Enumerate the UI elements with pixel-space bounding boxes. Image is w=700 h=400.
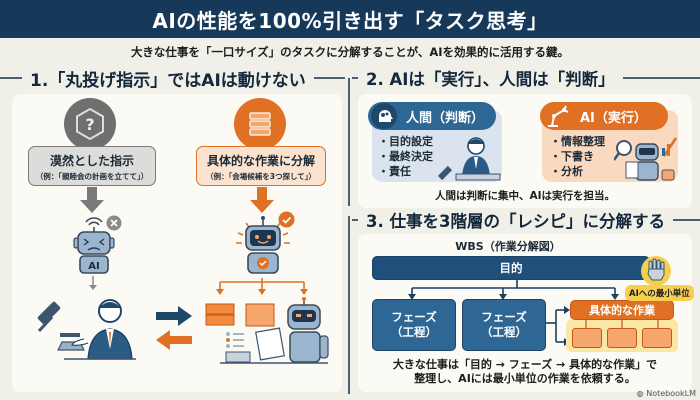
list-item: ・最終決定	[378, 150, 433, 163]
section3-caption: 大きな仕事は「目的 → フェーズ → 具体的な作業」で 整理し、AIには最小単位…	[392, 358, 658, 385]
concrete-task-box: 具体的な作業に分解 （例：「会場候補を3つ探して」）	[196, 146, 326, 186]
wbs-connectors	[408, 280, 619, 346]
working-robot-illustration	[205, 297, 329, 364]
page-title: AIの性能を100%引き出す「タスク思考」	[0, 0, 700, 38]
section2-heading: 2. AIは「実行」、人間は「判断」	[352, 66, 700, 90]
subtask-box	[607, 328, 637, 348]
robot-ai-label: AI	[88, 261, 99, 272]
ai-role-label: AI（実行）	[580, 110, 647, 126]
section2-caption: 人間は判断に集中、AIは実行を担当。	[434, 190, 616, 202]
list-item: ・情報整理	[550, 135, 605, 148]
left-arrow-icon	[156, 330, 192, 350]
subtask-box	[572, 328, 602, 348]
question-hexagon-icon: ?	[64, 98, 116, 150]
section-divider	[348, 216, 350, 394]
ai-min-unit-badge: AIへの最小単位	[625, 285, 694, 301]
confused-robot-icon: AI	[73, 217, 115, 274]
stacked-blocks-icon	[234, 98, 286, 150]
list-item: ・分析	[550, 165, 583, 178]
human-at-desk-illustration	[437, 137, 501, 181]
robot-hand-icon	[647, 258, 665, 281]
section3-heading: 3. 仕事を3階層の「レシピ」に分解する	[352, 208, 700, 232]
vague-example: （例：「親睦会の計画を立てて」）	[35, 172, 149, 181]
watermark: ◍ NotebookLM	[636, 389, 696, 398]
section1-heading: 1.「丸投げ指示」ではAIは動けない	[0, 66, 345, 91]
robot-arm-icon	[548, 105, 569, 127]
wbs-title: WBS（作業分解図）	[455, 240, 561, 253]
check-icon	[278, 211, 295, 228]
list-item: ・責任	[378, 165, 411, 178]
concrete-example: （例：「会場候補を3つ探して」）	[206, 172, 316, 181]
task-box: 具体的な作業	[570, 300, 674, 320]
ai-role-list: ・情報整理 ・下書き ・分析	[550, 134, 605, 179]
ai-analyzing-illustration	[614, 137, 678, 181]
human-role-pill: 人間（判断）	[368, 102, 496, 130]
ai-role-pill: AI（実行）	[540, 102, 668, 130]
down-arrow-icon	[250, 187, 274, 213]
vague-title: 漠然とした指示	[49, 154, 134, 168]
subtask-box	[642, 328, 672, 348]
list-item: ・目的設定	[378, 135, 433, 148]
happy-robot-icon	[236, 216, 290, 274]
vague-instruction-box: 漠然とした指示 （例：「親睦会の計画を立てて」）	[28, 146, 156, 186]
notebooklm-logo-icon: ◍	[636, 389, 647, 398]
phase-box: フェーズ （工程）	[462, 299, 546, 351]
human-role-list: ・目的設定 ・最終決定 ・責任	[378, 134, 433, 179]
goal-box: 目的	[372, 256, 650, 280]
cross-icon	[106, 215, 122, 231]
human-judge-illustration	[37, 299, 136, 360]
down-arrow-icon	[80, 187, 104, 213]
right-arrow-icon	[156, 306, 192, 326]
page-subtitle: 大きな仕事を「一口サイズ」のタスクに分解することが、AIを効果的に活用する鍵。	[130, 45, 570, 59]
branch-arrows-icon	[216, 278, 308, 295]
list-item: ・下書き	[550, 150, 594, 163]
subtask-connectors	[585, 320, 659, 328]
head-gears-icon	[371, 103, 397, 129]
down-arrow-icon	[89, 276, 97, 290]
human-role-label: 人間（判断）	[406, 110, 485, 126]
phase-box: フェーズ （工程）	[372, 299, 456, 351]
section-divider	[348, 78, 350, 206]
concrete-title: 具体的な作業に分解	[206, 154, 315, 168]
svg-text:?: ?	[85, 115, 94, 134]
